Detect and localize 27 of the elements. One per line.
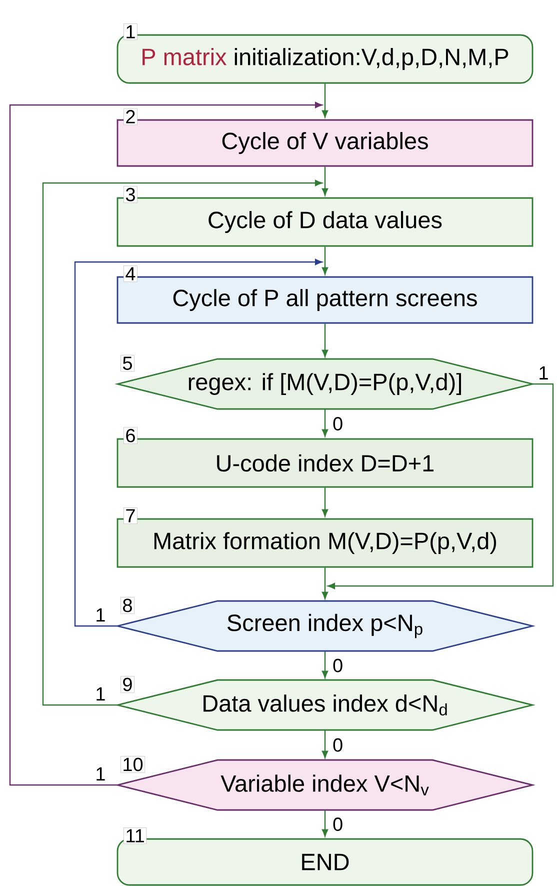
arrow <box>322 730 328 758</box>
edge-label: 0 <box>333 658 342 672</box>
edge-label: 1 <box>96 608 105 622</box>
edge-label: 1 <box>540 366 548 380</box>
arrow <box>322 488 328 517</box>
arrow <box>9 102 322 786</box>
arrow <box>322 246 328 275</box>
step-number: 10 <box>120 756 146 773</box>
step-number: 5 <box>120 355 134 372</box>
arrow <box>42 180 322 706</box>
arrow <box>328 383 554 590</box>
edge-label: 0 <box>333 738 342 752</box>
arrow <box>322 84 328 118</box>
arrow <box>322 324 328 358</box>
arrow <box>322 568 328 600</box>
arrow <box>322 810 328 837</box>
step-number: 7 <box>124 508 138 524</box>
arrow <box>322 651 328 678</box>
step-number: 8 <box>120 597 134 614</box>
edge-label: 0 <box>333 417 342 430</box>
arrow <box>322 409 328 437</box>
edge-label: 0 <box>333 818 342 831</box>
arrow <box>322 166 328 196</box>
edge-label: 1 <box>96 687 105 700</box>
step-number: 9 <box>120 676 134 693</box>
edge-label: 1 <box>96 767 105 780</box>
arrow <box>74 258 322 627</box>
